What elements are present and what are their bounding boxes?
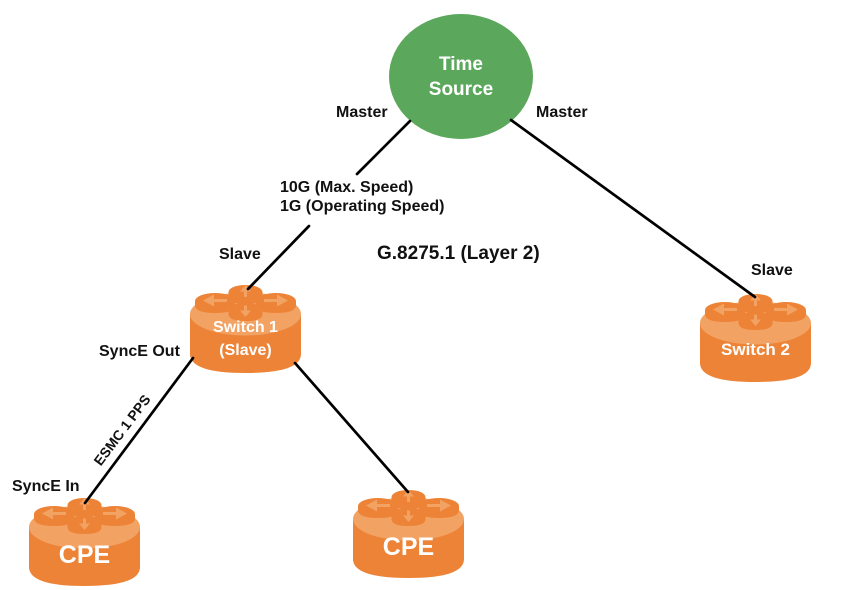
time-source-label-line1: Time [438, 53, 483, 75]
protocol-label: G.8275.1 (Layer 2) [377, 243, 540, 264]
switch2-label: Switch 2 [721, 340, 790, 359]
slave-left-label: Slave [219, 246, 261, 263]
time-source-label-line2: Source [428, 78, 494, 100]
cpe-center-label: CPE [382, 533, 435, 561]
switch1-label-line2: (Slave) [219, 342, 272, 359]
master-right-label: Master [536, 104, 588, 121]
slave-right-label: Slave [751, 262, 793, 279]
switch1-label-line1: Switch 1 [213, 319, 278, 336]
synce-out-label: SyncE Out [99, 343, 180, 360]
time-source-node: Time Source [389, 14, 533, 139]
synce-in-label: SyncE In [12, 478, 80, 495]
cpe-left-label: CPE [58, 541, 111, 569]
link-speed-line1: 10G (Max. Speed) [280, 179, 414, 196]
esmc-1pps-label: ESMC 1 PPS [90, 391, 154, 469]
link-speed-label: 10G (Max. Speed) 1G (Operating Speed) [280, 178, 444, 216]
link-speed-line2: 1G (Operating Speed) [280, 198, 445, 215]
master-left-label: Master [336, 104, 388, 121]
switch1-label: Switch 1 (Slave) [189, 316, 302, 362]
